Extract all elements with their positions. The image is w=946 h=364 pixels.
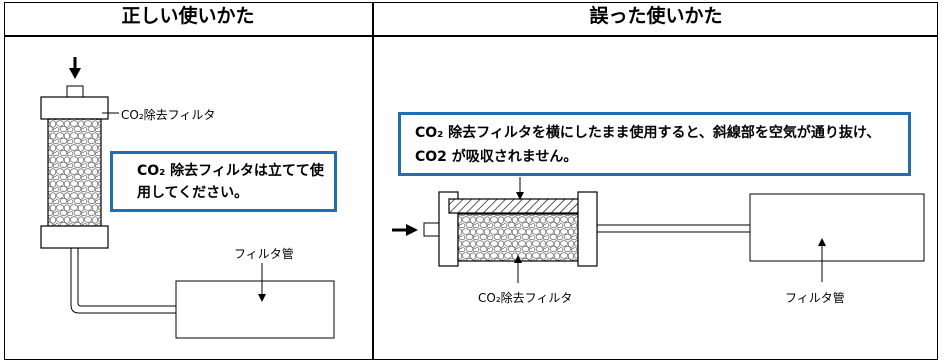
vertical-filter <box>40 57 335 339</box>
inlet-arrowhead <box>69 68 81 79</box>
connector-tube <box>597 224 750 233</box>
hatched-gap <box>448 198 588 214</box>
header-divider <box>4 35 938 37</box>
comparison-table <box>4 2 938 360</box>
filter-body <box>47 118 102 227</box>
right-cap <box>577 191 598 267</box>
column-divider <box>372 2 374 360</box>
inlet-arrowhead-right <box>406 224 418 236</box>
callout-wrong: CO₂ 除去フィルタを横にしたまま使用すると、斜線部を空気が通り抜け、CO2 が… <box>398 112 911 176</box>
filter-label-left: CO₂除去フィルタ <box>121 108 216 122</box>
horizontal-filter <box>392 177 925 283</box>
callout-correct-text: CO₂ 除去フィルタは立てて使用してください。 <box>137 163 324 201</box>
bottom-cap <box>40 225 109 249</box>
header-wrong: 誤った使いかた <box>589 5 723 27</box>
filter-label-right: CO₂除去フィルタ <box>478 291 573 305</box>
header-correct: 正しい使いかた <box>121 5 255 27</box>
filter-tube-box <box>175 280 335 339</box>
tube-label-right: フィルタ管 <box>785 291 845 305</box>
filter-tube-box-right <box>749 193 925 262</box>
pebble-body <box>457 213 579 262</box>
top-cap <box>40 96 109 120</box>
outlet-tube <box>70 248 176 314</box>
callout-wrong-text: CO₂ 除去フィルタを横にしたまま使用すると、斜線部を空気が通り抜け、CO2 が… <box>415 125 881 165</box>
left-nozzle <box>423 222 440 237</box>
tube-label-left: フィルタ管 <box>234 247 294 261</box>
outlet-tube-inner <box>77 248 176 307</box>
callout-correct: CO₂ 除去フィルタは立てて使用してください。 <box>110 151 337 212</box>
top-nozzle <box>66 85 84 98</box>
